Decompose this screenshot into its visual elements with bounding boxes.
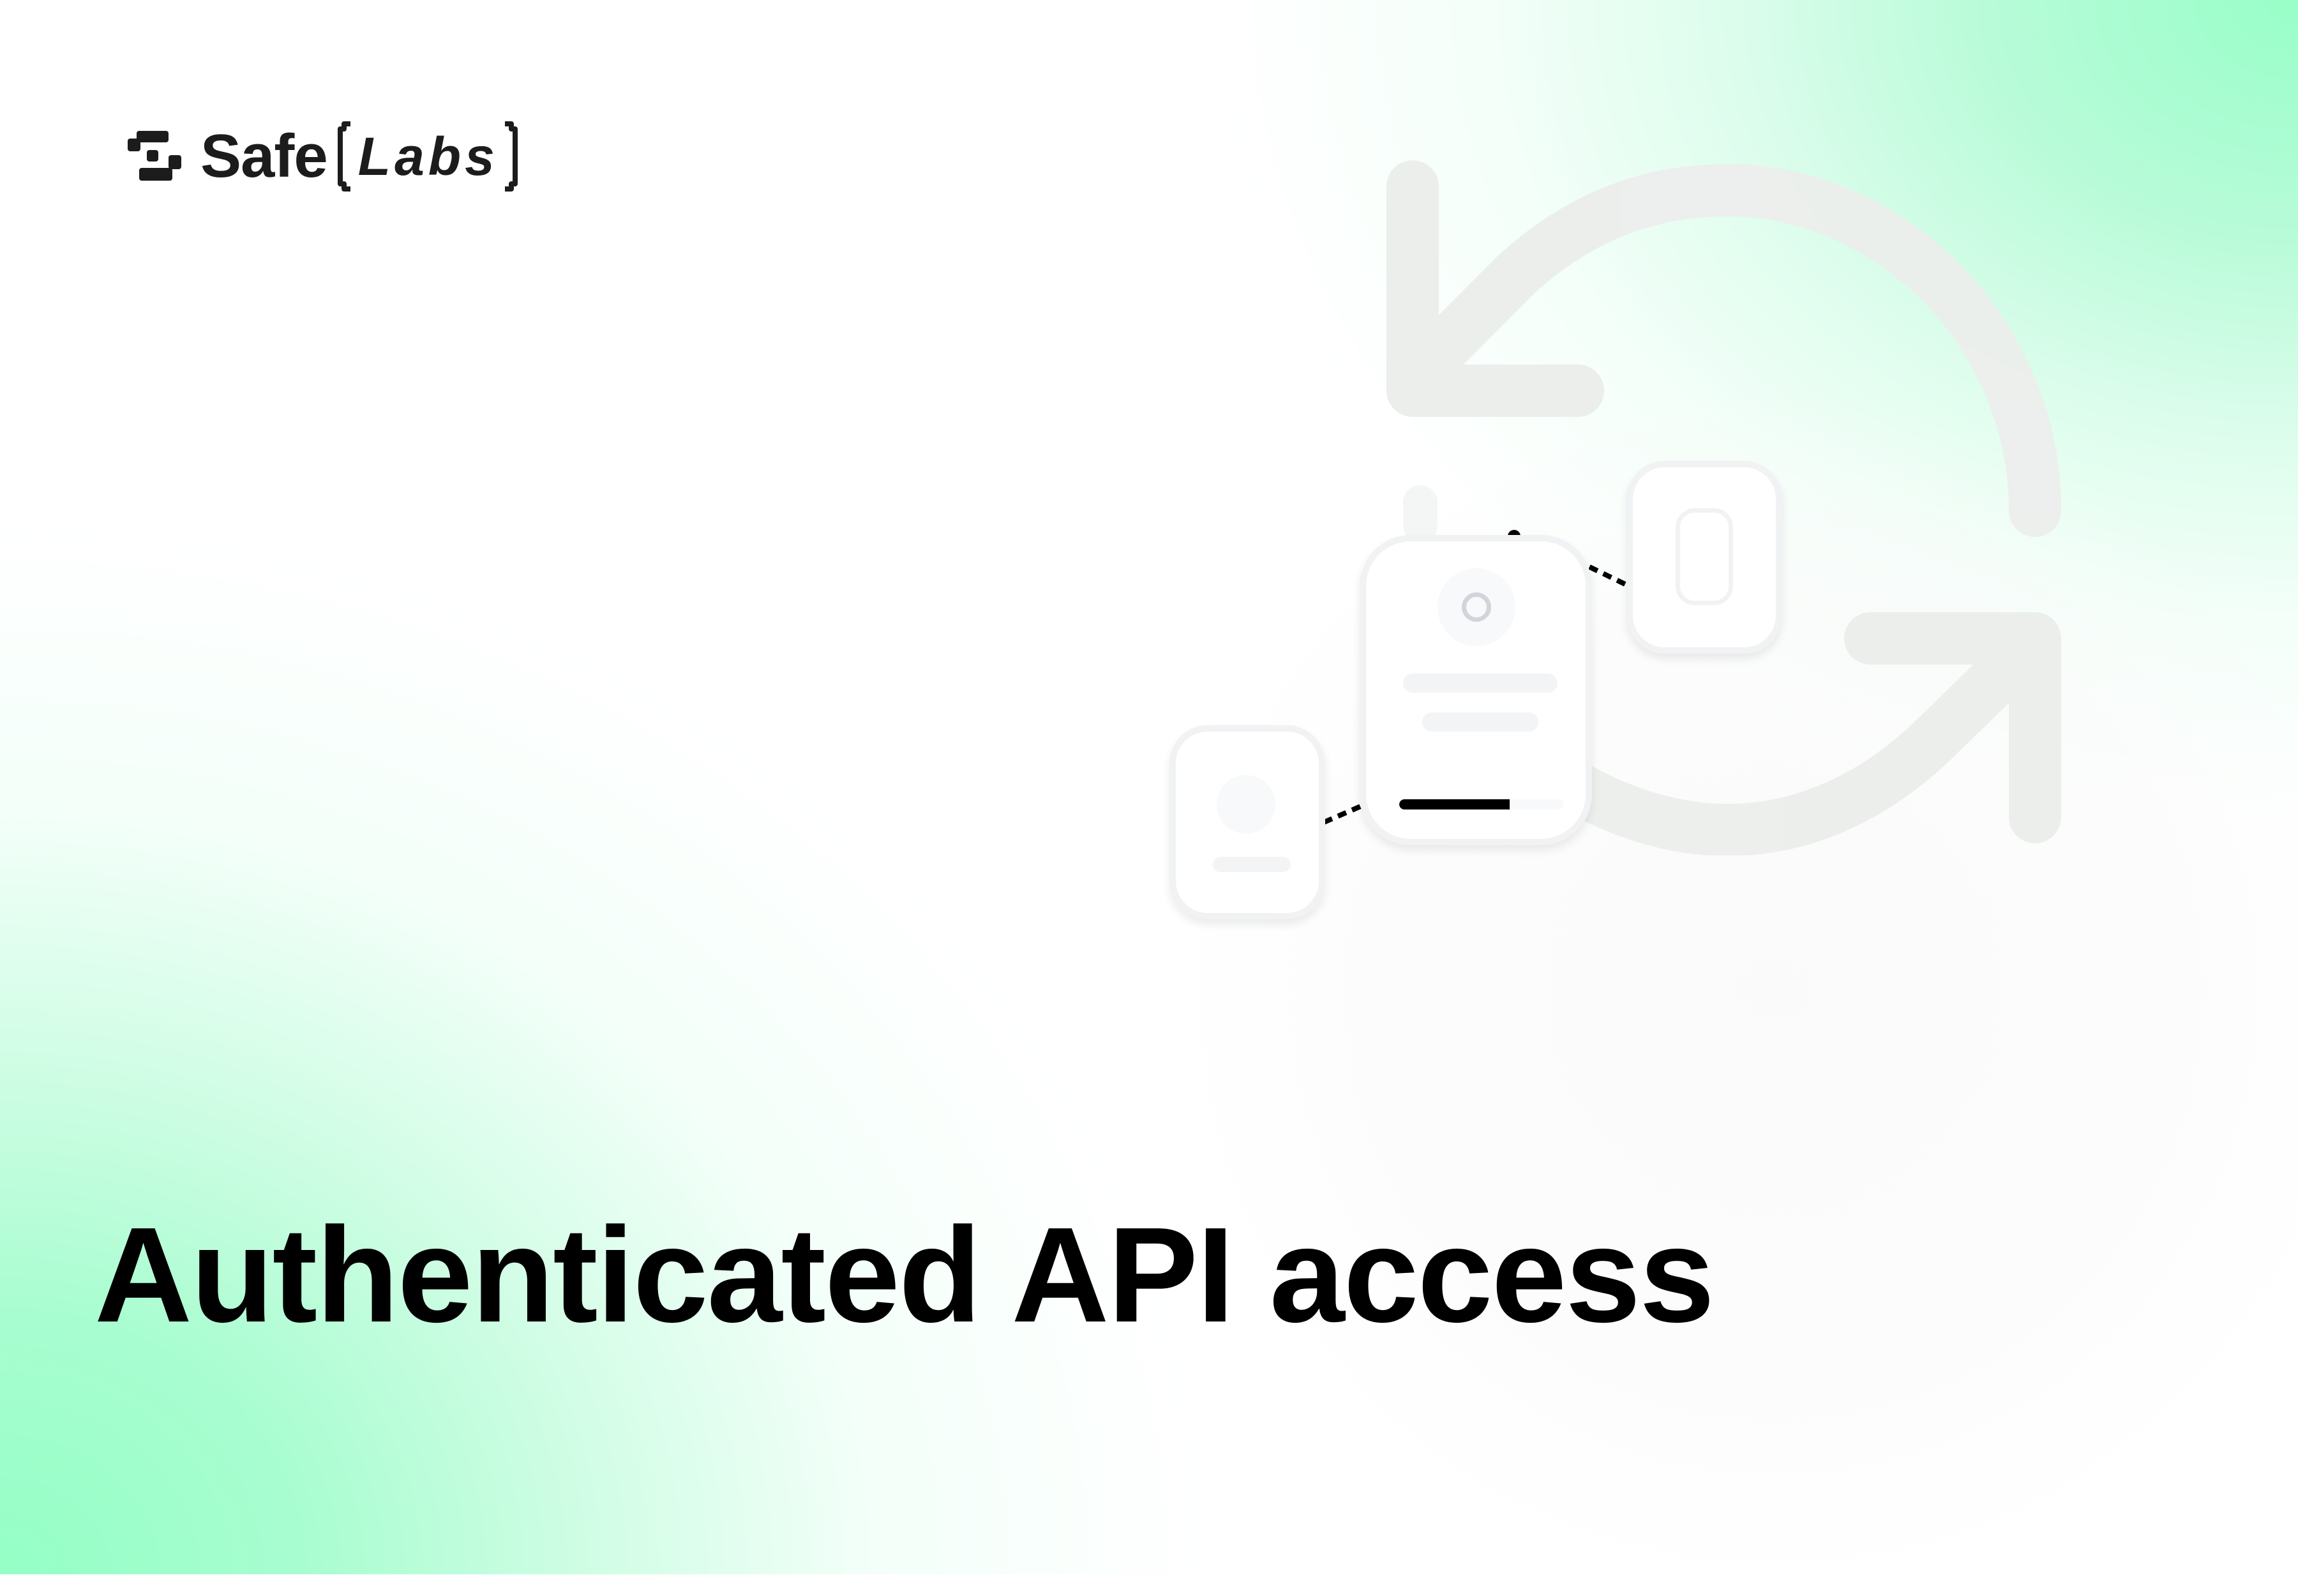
brand-name: Safe	[200, 122, 328, 190]
brand-logo: Safe Labs	[128, 121, 522, 192]
right-bracket-icon	[504, 121, 518, 192]
safe-labs-mark-icon	[128, 131, 181, 181]
page-title: Authenticated API access	[94, 1199, 1715, 1350]
brand-sub: Labs	[357, 126, 499, 186]
left-bracket-icon	[337, 121, 350, 192]
brand-sub-bracket: Labs	[334, 121, 522, 192]
